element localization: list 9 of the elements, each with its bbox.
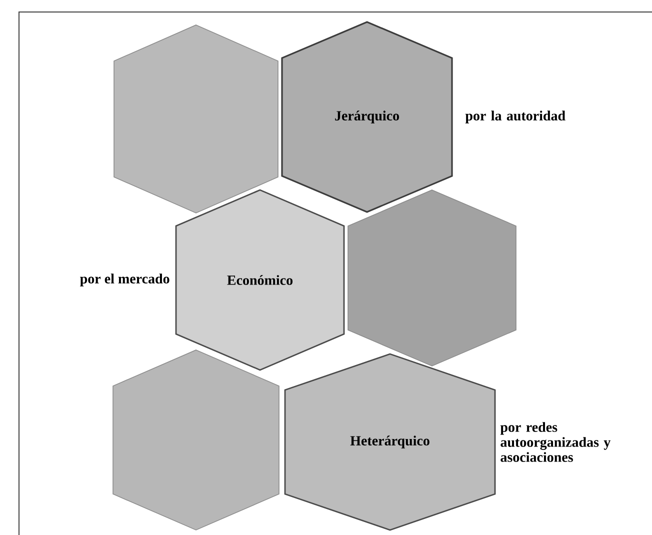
side-label: por el mercado bbox=[80, 274, 170, 286]
hexagon: Jerárquico bbox=[281, 21, 453, 213]
hexagon: Económico bbox=[175, 189, 345, 371]
hexagon bbox=[348, 190, 516, 366]
hexagon: Heterárquico bbox=[284, 353, 496, 531]
side-label: por redes autoorganizadas y asociaciones bbox=[500, 422, 611, 462]
hexagon bbox=[112, 350, 280, 530]
side-label: por la autoridad bbox=[465, 110, 566, 124]
hexagon bbox=[114, 24, 278, 214]
